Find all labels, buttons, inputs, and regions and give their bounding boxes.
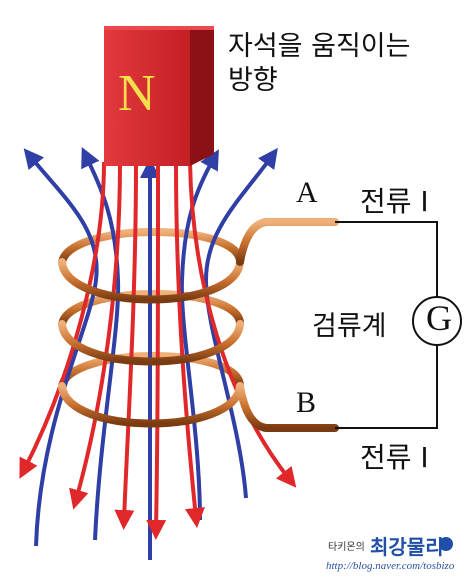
caption-line1: 자석을 움직이는 [228, 31, 411, 62]
circuit-wires [335, 221, 438, 429]
watermark-url: http://blog.naver.com/tosbizo [326, 560, 455, 572]
galvanometer-label: 검류계 [312, 311, 387, 342]
field-lines-red [19, 161, 297, 540]
coil-back [58, 228, 244, 390]
current-bottom-label: 전류 I [360, 441, 429, 474]
coil-front [58, 218, 339, 432]
watermark-title: 최강물리 [370, 535, 444, 559]
magnet [104, 26, 214, 166]
coil-end-b-label: B [296, 386, 317, 419]
current-top-label: 전류 I [360, 185, 429, 218]
galvanometer-symbol: G [426, 298, 452, 338]
watermark-small: 타키온의 [328, 542, 365, 553]
magnet-pole-label: N [118, 65, 156, 122]
coil-end-a-label: A [296, 176, 318, 209]
globe-icon [439, 537, 453, 551]
caption-line2: 방향 [228, 65, 278, 96]
galvanometer [412, 296, 462, 346]
